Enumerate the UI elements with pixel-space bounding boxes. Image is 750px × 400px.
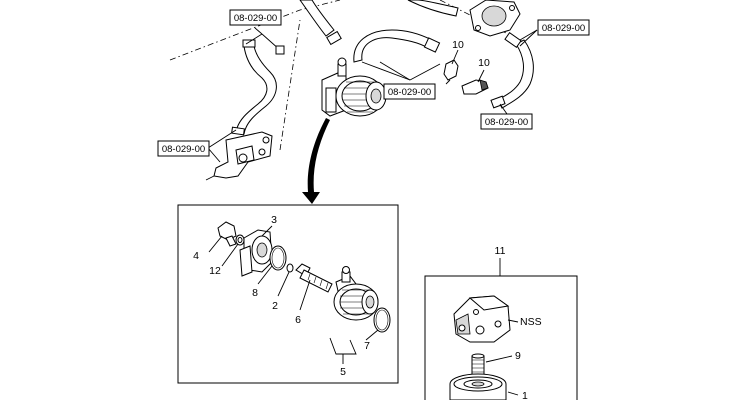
callout-7: 7 (364, 340, 370, 352)
callout-11: 11 (495, 245, 506, 257)
reference-label: 08-029-00 (542, 23, 585, 34)
filter-parts (449, 295, 519, 400)
nipple-9 (471, 353, 485, 377)
detail-frame (177, 204, 399, 384)
callout-nss: NSS (520, 316, 542, 328)
top-right-hose (407, 0, 459, 17)
thermostat-housing (469, 0, 521, 37)
reference-label: 08-029-00 (485, 117, 528, 128)
reference-label: 08-029-00 (234, 13, 277, 24)
ring-2 (286, 263, 294, 273)
o-ring-8 (269, 245, 287, 271)
callout-3: 3 (271, 214, 277, 226)
reference-box-3[interactable]: 08-029-00 (383, 83, 436, 100)
callout-8: 8 (252, 287, 258, 299)
callout-2: 2 (272, 300, 278, 312)
callout-5: 5 (340, 366, 346, 378)
top-left-hose (299, 0, 342, 46)
callout-4: 4 (193, 250, 199, 262)
left-coolant-hose (231, 39, 277, 136)
callout-10-b: 10 (478, 57, 490, 69)
detail-parts (208, 221, 391, 364)
filter-cartridge-1 (449, 373, 507, 400)
reference-box-1[interactable]: 08-029-00 (229, 9, 282, 26)
right-coolant-hose (490, 32, 534, 109)
callout-1: 1 (522, 390, 528, 400)
callout-9: 9 (515, 350, 521, 362)
callout-10-a: 10 (452, 39, 464, 51)
o-ring-7 (373, 307, 391, 333)
middle-coolant-hose (353, 29, 441, 63)
fitting-10a (443, 59, 459, 85)
reference-label: 08-029-00 (162, 144, 205, 155)
callout-12: 12 (209, 265, 221, 277)
oil-cooler-assembly-top (321, 57, 387, 117)
reference-label: 08-029-00 (388, 87, 431, 98)
detail-arrow (302, 118, 330, 204)
housing-3 (239, 229, 273, 277)
oil-cooler-5 (333, 266, 379, 321)
fitting-10b (461, 79, 489, 95)
callout-6: 6 (295, 314, 301, 326)
bolt-6 (295, 263, 333, 293)
bolt-4 (217, 221, 237, 247)
left-fitting-bracket (205, 131, 273, 181)
top-leaders (207, 27, 538, 163)
reference-box-2[interactable]: 08-029-00 (537, 19, 590, 36)
filter-head (453, 295, 511, 343)
reference-box-4[interactable]: 08-029-00 (480, 113, 533, 130)
washer-12 (235, 234, 245, 246)
reference-box-5[interactable]: 08-029-00 (157, 140, 210, 157)
filter-frame (424, 275, 578, 400)
